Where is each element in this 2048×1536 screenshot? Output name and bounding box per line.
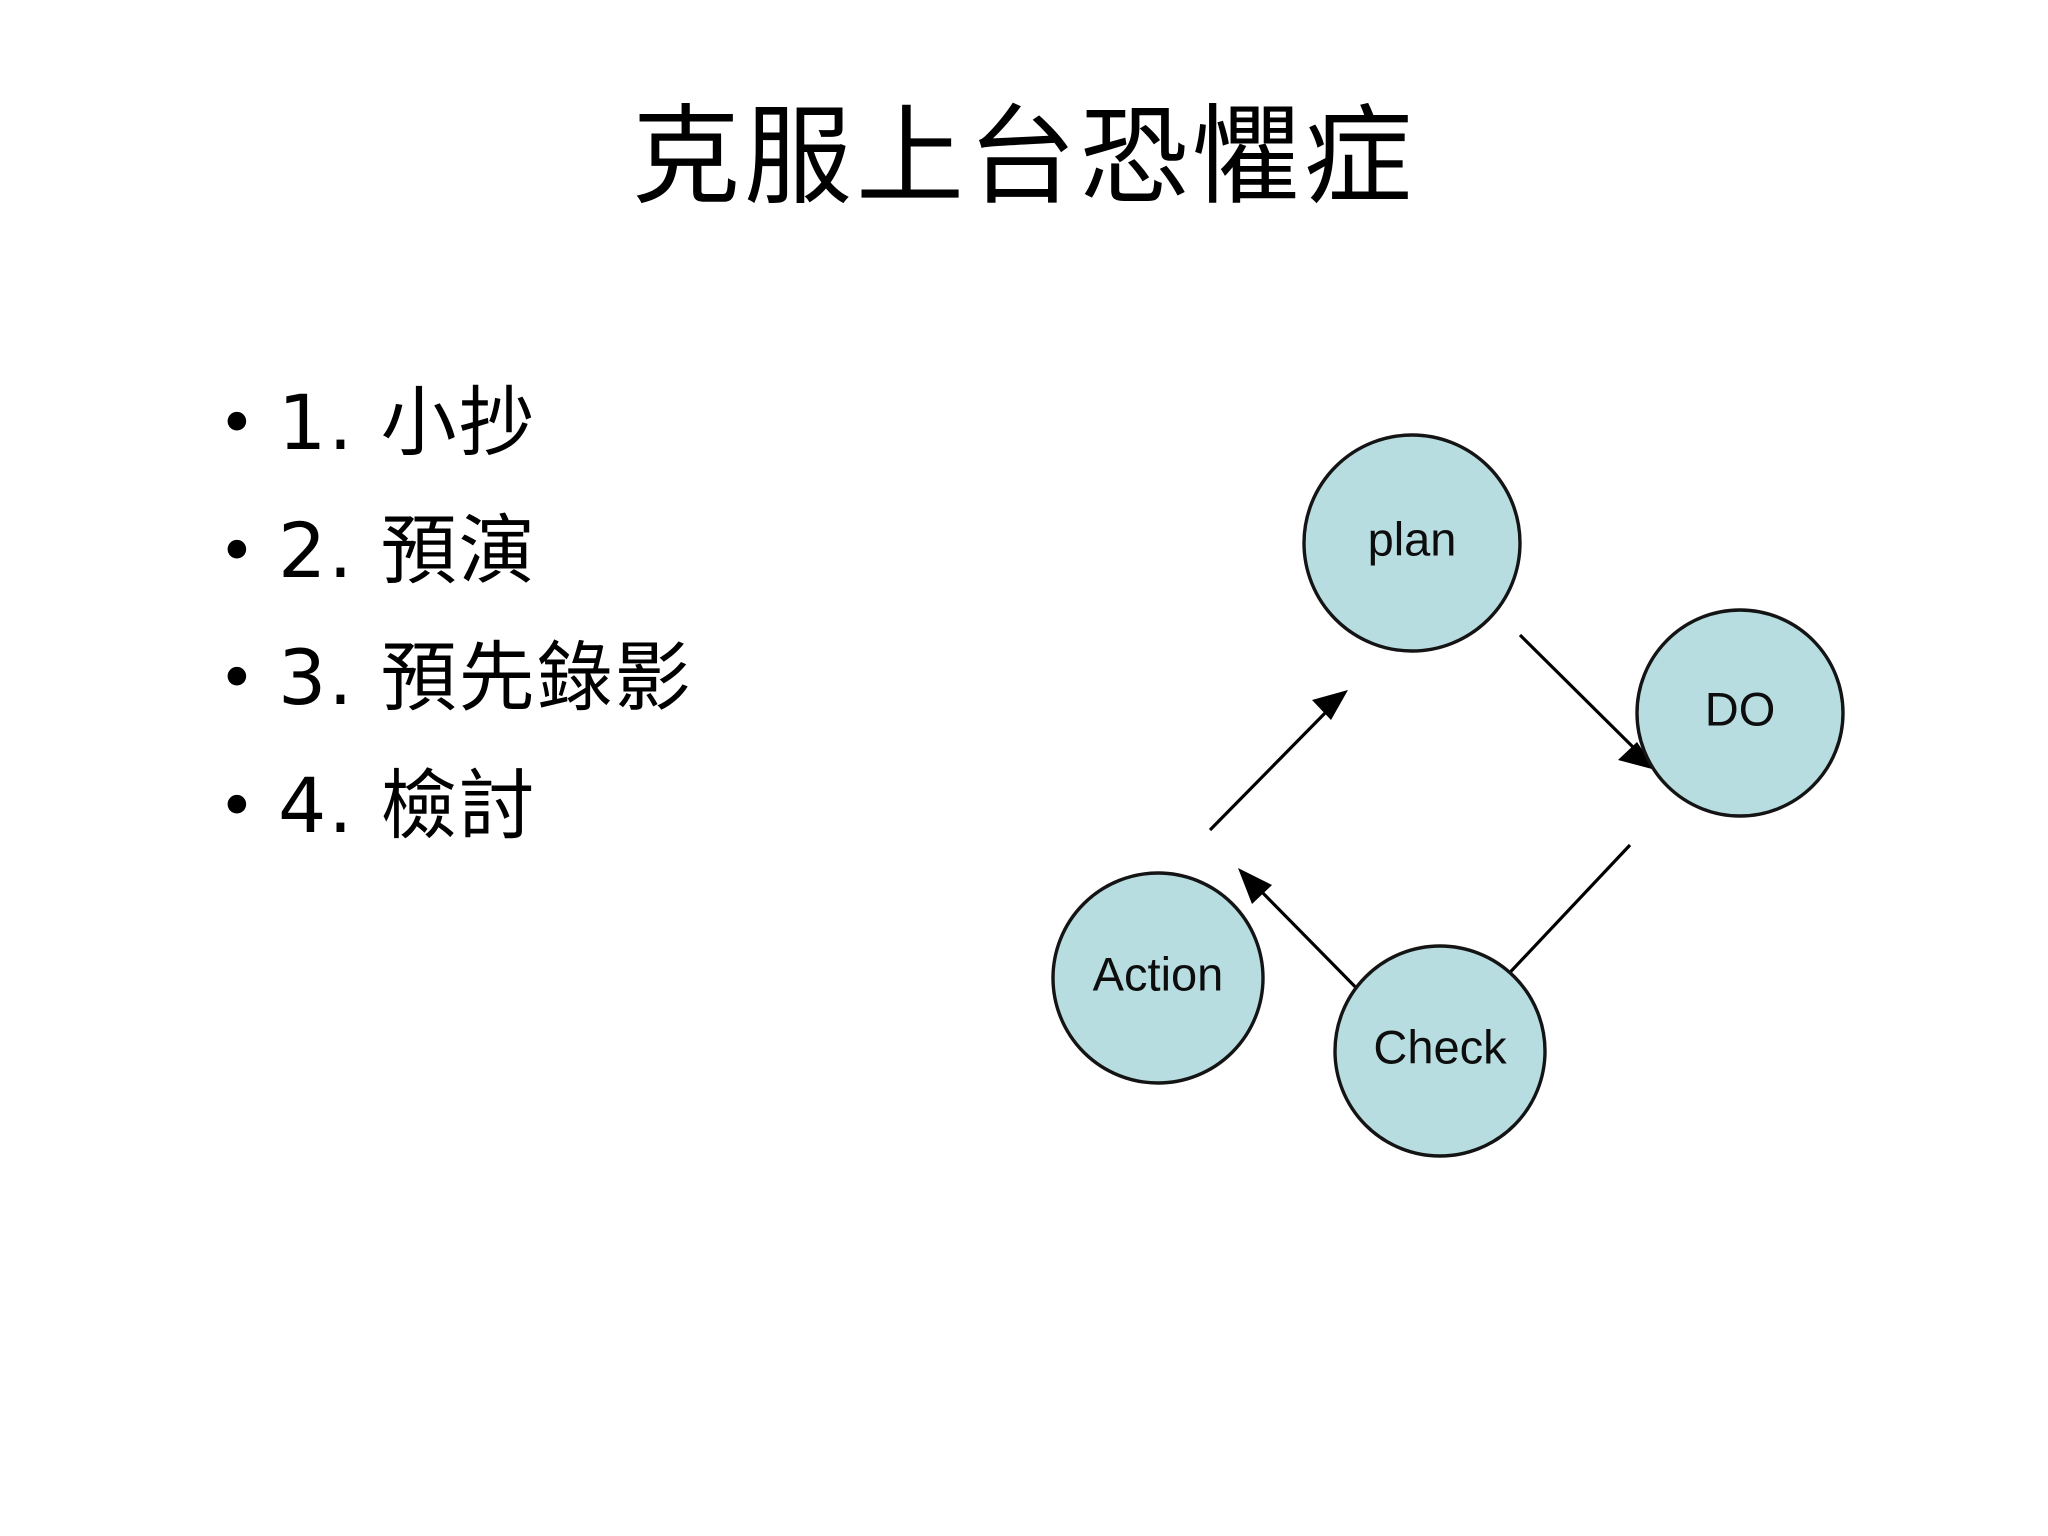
node-plan-label: plan [1368, 512, 1457, 565]
bullet-list: • 1. 小抄 • 2. 預演 • 3. 預先錄影 • 4. 檢討 [218, 378, 978, 889]
bullet-marker-icon: • [218, 770, 256, 845]
list-item: • 1. 小抄 [218, 378, 978, 468]
edge-action-to-plan [1208, 690, 1348, 832]
edge-plan-to-do [1518, 633, 1656, 770]
bullet-marker-icon: • [218, 387, 256, 461]
pdca-cycle-diagram: plan DO Check Action [1000, 300, 1860, 1220]
list-item-label: 3. 預先錄影 [278, 633, 693, 723]
node-check[interactable]: Check [1333, 944, 1547, 1158]
bullet-marker-icon: • [218, 642, 256, 717]
node-plan-circle[interactable] [1302, 433, 1522, 653]
node-action-label: Action [1093, 947, 1224, 1000]
node-do[interactable]: DO [1635, 608, 1845, 818]
node-plan[interactable]: plan [1302, 433, 1522, 653]
node-do-circle[interactable] [1635, 608, 1845, 818]
node-do-label: DO [1705, 682, 1776, 735]
pdca-cycle-svg: plan DO Check Action [1051, 433, 1845, 1158]
node-action[interactable]: Action [1051, 871, 1265, 1085]
list-item: • 2. 預演 [218, 506, 978, 596]
list-item-label: 4. 檢討 [278, 761, 537, 851]
bullet-marker-icon: • [218, 514, 256, 589]
list-item-label: 1. 小抄 [278, 378, 537, 467]
node-action-circle[interactable] [1051, 871, 1265, 1085]
node-check-circle[interactable] [1333, 944, 1547, 1158]
page-title: 克服上台恐懼症 [631, 95, 1416, 220]
list-item: • 4. 檢討 [218, 761, 978, 851]
list-item: • 3. 預先錄影 [218, 633, 978, 723]
node-check-label: Check [1373, 1020, 1507, 1073]
list-item-label: 2. 預演 [278, 505, 537, 595]
